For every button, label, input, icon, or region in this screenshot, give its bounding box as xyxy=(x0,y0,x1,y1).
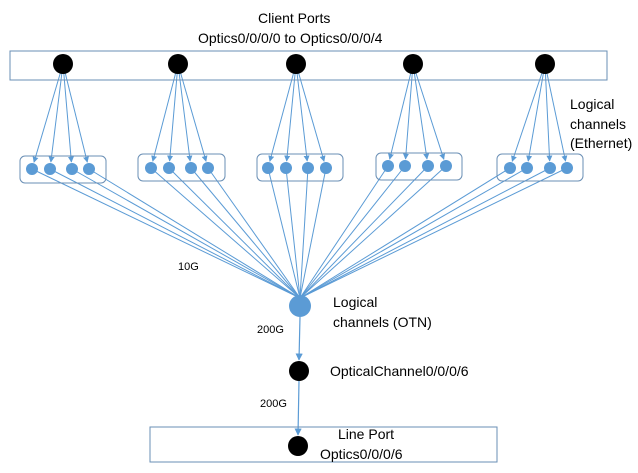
port-to-channel-arrow xyxy=(177,63,208,162)
ethernet-channel-node xyxy=(320,162,332,174)
otn-label-1: Logical xyxy=(333,294,378,310)
channel-to-otn-line xyxy=(299,165,429,299)
client-port-node xyxy=(53,54,73,74)
port-to-channel-arrow xyxy=(412,63,430,160)
ethernet-group-box xyxy=(256,153,344,182)
ethernet-channel-node xyxy=(440,160,452,172)
ethernet-channel-node xyxy=(504,162,516,174)
port-to-channel-arrow xyxy=(295,63,326,162)
channel-to-otn-line xyxy=(190,167,301,299)
channel-to-otn-line xyxy=(299,167,309,299)
ethernet-channel-node xyxy=(521,162,533,174)
client-port-node xyxy=(286,54,306,74)
ethernet-channel-node xyxy=(185,162,197,174)
client-ports-title: Client Ports xyxy=(258,10,331,26)
port-to-channel-arrow xyxy=(268,63,297,162)
channel-to-otn-line xyxy=(88,168,301,299)
ethernet-channel-node xyxy=(26,163,38,175)
ethernet-group-box xyxy=(496,153,584,182)
ethernet-channel-node xyxy=(399,160,411,172)
ethernet-label-2: channels xyxy=(570,116,627,132)
ethernet-channel-node xyxy=(44,163,56,175)
channel-to-otn-line xyxy=(150,167,301,299)
port-to-channel-arrow xyxy=(32,63,64,163)
client-ports-box xyxy=(9,50,608,81)
line-port-name: Optics0/0/0/6 xyxy=(320,446,403,462)
ethernet-channel-node xyxy=(202,162,214,174)
ethernet-channel-node xyxy=(145,162,157,174)
channel-to-otn-line xyxy=(299,167,327,299)
ethernet-channel-node xyxy=(262,162,274,174)
port-to-channel-arrow xyxy=(544,63,568,162)
port-to-channel-arrow xyxy=(511,63,546,162)
channel-to-otn-line xyxy=(299,167,528,299)
channel-to-otn-line xyxy=(299,167,551,299)
channel-to-otn-line xyxy=(168,167,301,299)
ethernet-channel-node xyxy=(544,162,556,174)
ethernet-label-1: Logical xyxy=(570,96,615,112)
ethernet-channel-node xyxy=(561,162,573,174)
channel-to-otn-line xyxy=(207,167,301,299)
channel-to-otn-line xyxy=(299,165,406,299)
channel-to-otn-line xyxy=(299,167,568,299)
channel-to-otn-line xyxy=(267,167,301,299)
channel-to-otn-line xyxy=(299,165,389,299)
otn-to-och-arrow xyxy=(295,316,303,361)
channel-to-otn-line xyxy=(299,167,511,299)
line-port-node xyxy=(288,436,308,456)
client-port-node xyxy=(535,54,555,74)
ethernet-channel-node xyxy=(83,163,95,175)
channel-to-otn-line xyxy=(71,168,301,299)
port-to-channel-arrow xyxy=(526,63,546,162)
optical-channel-node xyxy=(289,361,309,381)
client-port-node xyxy=(168,54,188,74)
ethernet-group-box xyxy=(137,153,226,182)
channel-to-otn-line xyxy=(31,168,301,299)
rate-200g-och: 200G xyxy=(260,398,287,410)
rate-200g-otn: 200G xyxy=(257,324,284,336)
ethernet-channel-node xyxy=(163,162,175,174)
port-to-channel-arrow xyxy=(48,63,64,163)
rate-10g: 10G xyxy=(178,261,199,273)
ethernet-channel-node xyxy=(422,160,434,172)
port-to-channel-arrow xyxy=(544,63,553,162)
port-to-channel-arrow xyxy=(62,63,89,163)
otn-label-2: channels (OTN) xyxy=(333,314,432,330)
och-to-lineport-arrow xyxy=(294,380,302,436)
channel-to-otn-line xyxy=(49,168,301,299)
ethernet-channel-node xyxy=(280,162,292,174)
port-to-channel-arrow xyxy=(295,63,310,162)
otn-node xyxy=(289,295,311,317)
port-to-channel-arrow xyxy=(177,63,193,162)
channel-to-otn-line xyxy=(299,165,447,299)
ethernet-channel-node xyxy=(302,162,314,174)
client-ports-range: Optics0/0/0/0 to Optics0/0/0/4 xyxy=(198,30,383,46)
ethernet-group-box xyxy=(375,152,463,181)
client-port-node xyxy=(403,54,423,74)
channel-to-otn-line xyxy=(285,167,301,299)
ethernet-group-box xyxy=(19,155,107,184)
optical-channel-label: OpticalChannel0/0/0/6 xyxy=(330,363,469,379)
ethernet-channel-node xyxy=(382,160,394,172)
ethernet-label-3: (Ethernet) xyxy=(570,135,633,151)
line-port-title: Line Port xyxy=(338,426,395,442)
port-to-channel-arrow xyxy=(62,63,74,163)
ethernet-channel-node xyxy=(66,163,78,175)
port-to-channel-arrow xyxy=(412,63,446,160)
line-port-box xyxy=(149,426,498,463)
port-to-channel-arrow xyxy=(284,63,297,162)
